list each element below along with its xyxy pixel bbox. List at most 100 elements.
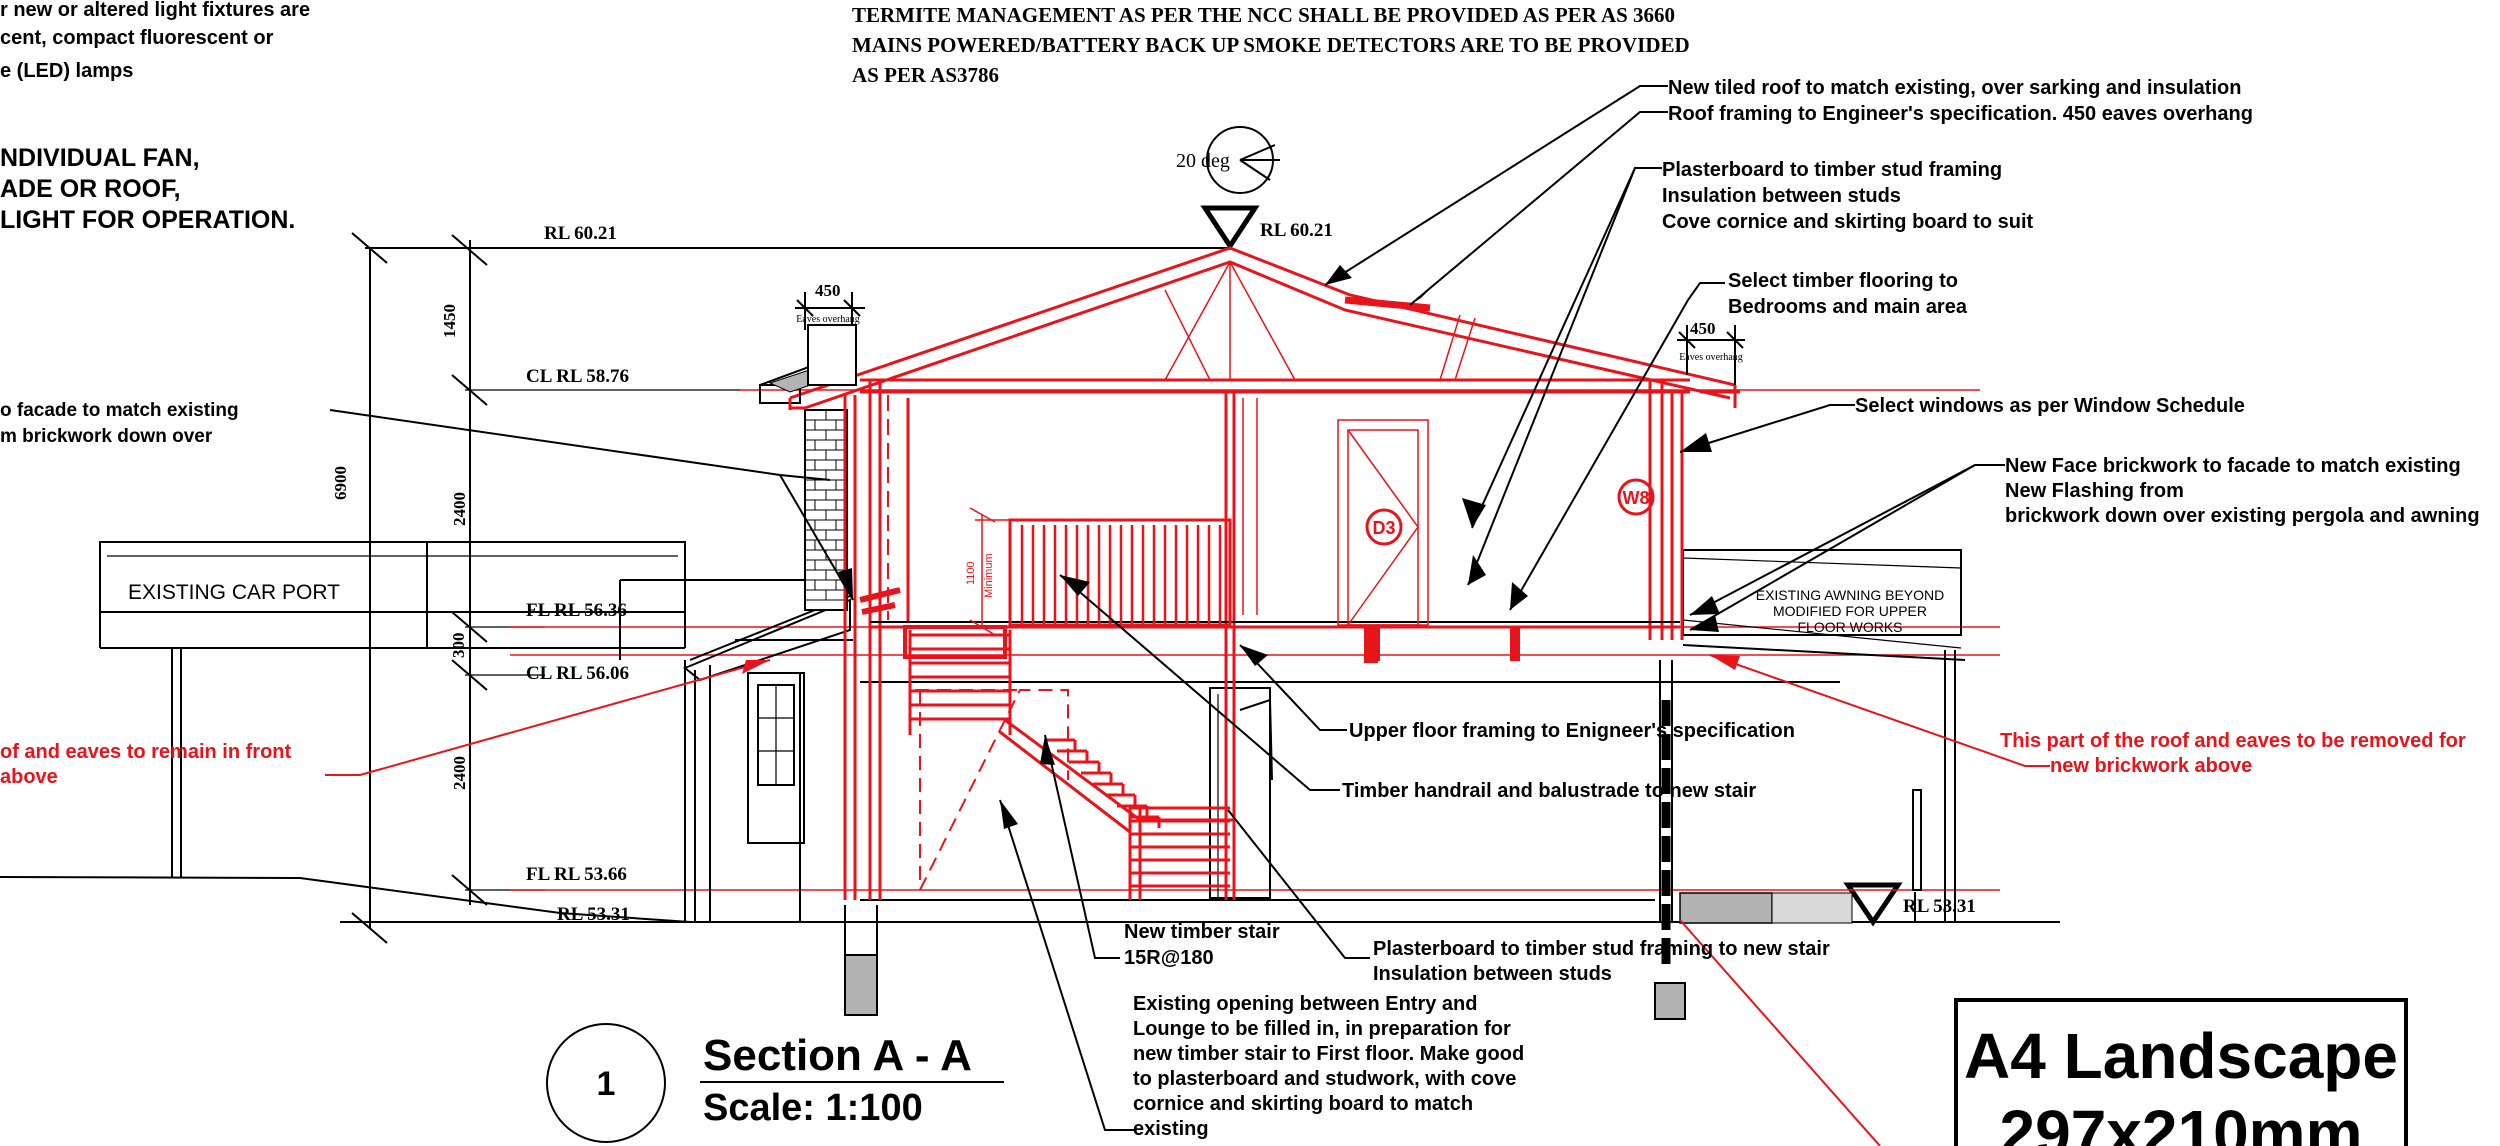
left-note-line-2: m brickwork down over bbox=[0, 426, 213, 447]
opening-note-line-4: to plasterboard and studwork, with cove bbox=[1133, 1068, 1516, 1090]
level-floor-lower: FL RL 53.66 bbox=[526, 864, 627, 885]
plasterboard-stair-note-line-2: Insulation between studs bbox=[1373, 963, 1612, 985]
dim-floor-zone: 300 bbox=[449, 633, 468, 659]
ventilation-note-line-2: ADE OR ROOF, bbox=[0, 175, 181, 203]
roof-line bbox=[789, 246, 1736, 400]
handrail-dimension: 1100 bbox=[965, 561, 977, 585]
eaves-left-label: Eaves overhang bbox=[796, 314, 860, 325]
level-ridge-right: RL 60.21 bbox=[1260, 220, 1333, 241]
roof-note-line-2: Roof framing to Engineer's specification… bbox=[1668, 103, 2253, 125]
brick-facade bbox=[804, 395, 901, 900]
plasterboard-note-line-2: Insulation between studs bbox=[1662, 185, 1901, 207]
eaves-left-dimension: 450 bbox=[815, 281, 841, 300]
lighting-note-line-2: cent, compact fluorescent or bbox=[0, 27, 274, 49]
ventilation-note-line-3: LIGHT FOR OPERATION. bbox=[0, 206, 295, 234]
opening-note-line-1: Existing opening between Entry and bbox=[1133, 993, 1477, 1015]
leader-lines-red bbox=[325, 654, 2050, 1146]
section-scale: Scale: 1:100 bbox=[703, 1087, 923, 1129]
plasterboard-note-line-1: Plasterboard to timber stud framing bbox=[1662, 159, 2002, 181]
carport-label: EXISTING CAR PORT bbox=[128, 581, 340, 604]
opening-note-line-3: new timber stair to First floor. Make go… bbox=[1133, 1043, 1524, 1065]
sheet-size-line-1: A4 Landscape bbox=[1964, 1020, 2398, 1092]
level-ground-right: RL 53.31 bbox=[1903, 896, 1976, 917]
plasterboard-stair-note-line-1: Plasterboard to timber stud framing to n… bbox=[1373, 938, 1830, 960]
roof-pitch: 20 deg bbox=[1176, 150, 1230, 172]
stair-note-line-1: New timber stair bbox=[1124, 921, 1280, 943]
roof-removed-note-line-2: new brickwork above bbox=[2050, 755, 2252, 777]
left-annotations: o facade to match existing m brickwork d… bbox=[0, 400, 292, 788]
awning-label-line-1: EXISTING AWNING BEYOND bbox=[1756, 587, 1945, 603]
left-red-note-line-2: above bbox=[0, 766, 58, 788]
handrail-note: Timber handrail and balustrade to new st… bbox=[1342, 780, 1756, 802]
dim-roof: 1450 bbox=[440, 304, 459, 338]
brickwork-note-line-3: brickwork down over existing pergola and… bbox=[2005, 505, 2480, 527]
brickwork-note-line-1: New Face brickwork to facade to match ex… bbox=[2005, 455, 2461, 477]
brickwork-note-line-2: New Flashing from bbox=[2005, 480, 2184, 502]
footing-right bbox=[1654, 982, 1686, 1020]
flooring-note-line-2: Bedrooms and main area bbox=[1728, 296, 1968, 318]
right-annotations: New tiled roof to match existing, over s… bbox=[1662, 77, 2480, 777]
door-tag-icon bbox=[1365, 508, 1403, 546]
section-title: Section A - A bbox=[703, 1031, 972, 1080]
roof-note-line-1: New tiled roof to match existing, over s… bbox=[1668, 77, 2241, 99]
eaves-dimensions: 450 Eaves overhang 450 Eaves overhang bbox=[795, 281, 1745, 386]
level-datum-lines bbox=[510, 389, 2000, 891]
dim-upper-storey: 2400 bbox=[450, 492, 469, 526]
eaves-right-dimension: 450 bbox=[1690, 319, 1716, 338]
window-tag-icon bbox=[1617, 478, 1655, 516]
sheet-size-block: A4 Landscape 297x210mm bbox=[1954, 998, 2408, 1146]
roof-pitch-symbol: 20 deg bbox=[1176, 126, 1280, 194]
window-tag: W8 bbox=[1623, 488, 1650, 508]
left-note-line-1: o facade to match existing bbox=[0, 400, 239, 421]
ncc-notes: TERMITE MANAGEMENT AS PER THE NCC SHALL … bbox=[852, 3, 1690, 87]
awning-label-line-3: FLOOR WORKS bbox=[1797, 619, 1902, 635]
section-number: 1 bbox=[597, 1065, 616, 1103]
level-ridge-left: RL 60.21 bbox=[544, 223, 617, 244]
dim-overall: 6900 bbox=[331, 466, 350, 500]
header-left-notes: r new or altered light fixtures are cent… bbox=[0, 0, 310, 234]
ncc-smoke-note: MAINS POWERED/BATTERY BACK UP SMOKE DETE… bbox=[852, 33, 1690, 57]
bottom-annotations: Upper floor framing to Enigneer's specif… bbox=[1124, 720, 1830, 1140]
eaves-right-label: Eaves overhang bbox=[1679, 352, 1743, 363]
carport-fascia bbox=[99, 541, 686, 613]
dim-lower-storey: 2400 bbox=[450, 756, 469, 790]
ventilation-note-line-1: NDIVIDUAL FAN, bbox=[0, 144, 200, 172]
level-labels: RL 60.21 CL RL 58.76 FL RL 56.36 CL RL 5… bbox=[526, 205, 1976, 927]
existing-door bbox=[747, 672, 805, 844]
opening-note-line-2: Lounge to be filled in, in preparation f… bbox=[1133, 1018, 1511, 1040]
lighting-note-line-1: r new or altered light fixtures are bbox=[0, 0, 310, 21]
handrail-min: Minimum bbox=[983, 553, 995, 598]
ridge-level-marker-icon bbox=[1200, 205, 1260, 251]
ncc-termite-note: TERMITE MANAGEMENT AS PER THE NCC SHALL … bbox=[852, 3, 1675, 27]
sheet-size-line-2: 297x210mm bbox=[2000, 1097, 2363, 1146]
windows-note: Select windows as per Window Schedule bbox=[1855, 395, 2245, 417]
leader-lines bbox=[329, 85, 2005, 1131]
section-number-circle-icon bbox=[546, 1023, 666, 1143]
existing-awning: EXISTING AWNING BEYOND MODIFIED FOR UPPE… bbox=[1682, 549, 1966, 922]
new-upper-storey: D3 W8 bbox=[759, 246, 1740, 900]
ground-level-marker-icon bbox=[1843, 882, 1903, 927]
upper-floor-note: Upper floor framing to Enigneer's specif… bbox=[1349, 720, 1795, 742]
existing-lower-structure bbox=[619, 579, 1840, 965]
section-title-block: 1 Section A - A Scale: 1:100 bbox=[546, 1023, 1004, 1143]
lower-door-frame bbox=[1209, 687, 1271, 899]
stair-note-line-2: 15R@180 bbox=[1124, 947, 1214, 969]
leader-arrowheads bbox=[742, 265, 1740, 829]
roof-removed-note-line-1: This part of the roof and eaves to be re… bbox=[2000, 730, 2466, 752]
new-stair bbox=[908, 630, 1235, 900]
plasterboard-note-line-3: Cove cornice and skirting board to suit bbox=[1662, 211, 2034, 233]
flooring-note-line-1: Select timber flooring to bbox=[1728, 270, 1958, 292]
opening-note-line-6: existing bbox=[1133, 1118, 1209, 1140]
balustrade: 1100 Minimum bbox=[965, 507, 1232, 636]
carport: EXISTING CAR PORT bbox=[99, 541, 686, 877]
door-tag: D3 bbox=[1372, 518, 1395, 538]
lighting-note-line-3: e (LED) lamps bbox=[0, 60, 133, 82]
level-ceiling-lower: CL RL 56.06 bbox=[526, 663, 629, 684]
level-ceiling-upper: CL RL 58.76 bbox=[526, 366, 629, 387]
left-red-note-line-1: of and eaves to remain in front bbox=[0, 741, 292, 763]
footing-left bbox=[844, 954, 878, 1016]
ncc-standard-note: AS PER AS3786 bbox=[852, 63, 999, 87]
ground-hatch bbox=[1679, 892, 1773, 924]
